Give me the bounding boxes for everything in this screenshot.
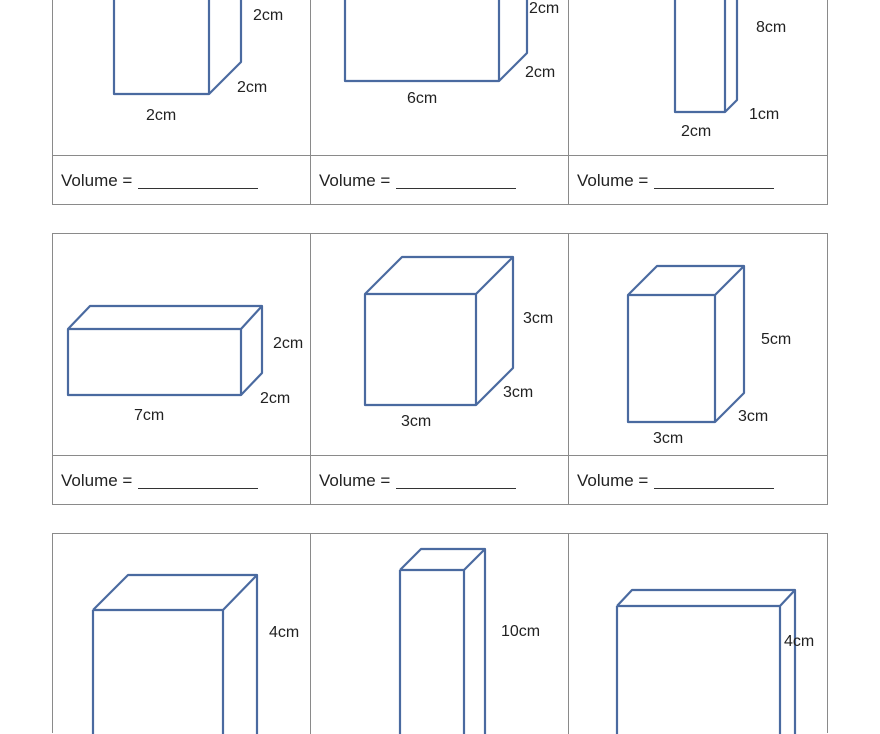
problem-cell-6: 5cm 3cm 3cm Volume = xyxy=(569,234,827,505)
depth-label: 2cm xyxy=(260,390,291,407)
width-label: 3cm xyxy=(653,430,684,447)
problem-cell-4: 2cm 2cm 7cm Volume = xyxy=(53,234,311,505)
height-label: 5cm xyxy=(761,331,792,348)
cuboid-figure: 4cm xyxy=(53,534,310,734)
cuboid-drawing xyxy=(398,547,487,734)
worksheet-row-1: 2cm 2cm 2cm Volume = 2cm 2cm 6cm Volume … xyxy=(52,0,828,205)
worksheet-row-3: 4cm 10cm 4cm xyxy=(52,533,828,734)
volume-answer: Volume = xyxy=(53,156,310,205)
depth-label: 2cm xyxy=(237,79,268,96)
cuboid-drawing xyxy=(673,0,739,114)
answer-blank[interactable] xyxy=(396,472,517,489)
problem-cell-9: 4cm xyxy=(569,534,827,734)
worksheet-row-2: 2cm 2cm 7cm Volume = 3cm 3cm 3cm Volume … xyxy=(52,233,828,505)
height-label: 2cm xyxy=(273,335,304,352)
width-label: 2cm xyxy=(146,107,177,124)
volume-answer: Volume = xyxy=(53,456,310,505)
cuboid-drawing xyxy=(626,264,746,424)
width-label: 2cm xyxy=(681,123,712,140)
problem-cell-7: 4cm xyxy=(53,534,311,734)
depth-label: 2cm xyxy=(525,64,556,81)
cuboid-figure: 8cm 1cm 2cm xyxy=(569,0,827,156)
width-label: 3cm xyxy=(401,413,432,430)
volume-label: Volume = xyxy=(319,470,391,490)
depth-label: 3cm xyxy=(503,384,534,401)
cuboid-drawing xyxy=(66,304,264,397)
height-label: 4cm xyxy=(269,624,300,641)
height-label: 2cm xyxy=(253,7,284,24)
depth-label: 1cm xyxy=(749,106,780,123)
depth-label: 3cm xyxy=(738,408,769,425)
cuboid-drawing xyxy=(112,0,243,96)
volume-answer: Volume = xyxy=(569,156,827,205)
cuboid-drawing xyxy=(363,255,515,407)
height-label: 10cm xyxy=(501,623,541,640)
answer-blank[interactable] xyxy=(654,172,775,189)
problem-cell-2: 2cm 2cm 6cm Volume = xyxy=(311,0,569,205)
cuboid-figure: 2cm 2cm 6cm xyxy=(311,0,568,156)
volume-label: Volume = xyxy=(319,170,391,190)
cuboid-figure: 2cm 2cm 7cm xyxy=(53,234,310,456)
height-label: 8cm xyxy=(756,19,787,36)
height-label: 3cm xyxy=(523,310,554,327)
cuboid-figure: 3cm 3cm 3cm xyxy=(311,234,568,456)
answer-blank[interactable] xyxy=(138,172,259,189)
cuboid-figure: 4cm xyxy=(569,534,827,734)
answer-blank[interactable] xyxy=(654,472,775,489)
cuboid-figure: 10cm xyxy=(311,534,568,734)
volume-label: Volume = xyxy=(577,170,649,190)
problem-cell-1: 2cm 2cm 2cm Volume = xyxy=(53,0,311,205)
volume-answer: Volume = xyxy=(311,456,568,505)
volume-label: Volume = xyxy=(577,470,649,490)
volume-answer: Volume = xyxy=(311,156,568,205)
problem-cell-8: 10cm xyxy=(311,534,569,734)
problem-cell-3: 8cm 1cm 2cm Volume = xyxy=(569,0,827,205)
problem-cell-5: 3cm 3cm 3cm Volume = xyxy=(311,234,569,505)
width-label: 7cm xyxy=(134,407,165,424)
cuboid-figure: 2cm 2cm 2cm xyxy=(53,0,310,156)
answer-blank[interactable] xyxy=(396,172,517,189)
volume-answer: Volume = xyxy=(569,456,827,505)
width-label: 6cm xyxy=(407,90,438,107)
volume-label: Volume = xyxy=(61,470,133,490)
height-label: 4cm xyxy=(784,633,815,650)
height-label: 2cm xyxy=(529,0,560,17)
answer-blank[interactable] xyxy=(138,472,259,489)
cuboid-figure: 5cm 3cm 3cm xyxy=(569,234,827,456)
cuboid-drawing xyxy=(343,0,529,83)
volume-label: Volume = xyxy=(61,170,133,190)
